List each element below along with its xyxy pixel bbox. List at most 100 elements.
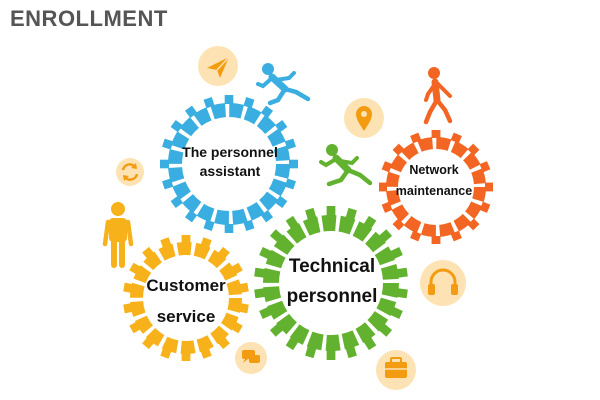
gear-tooth (224, 95, 234, 104)
gear-tooth (390, 247, 403, 260)
gear-tooth (269, 323, 284, 337)
gear-tooth (203, 219, 215, 231)
gear-tooth (160, 159, 169, 169)
gear-tooth (239, 303, 249, 314)
gear-tooth (142, 246, 155, 259)
gear-tooth (259, 247, 272, 260)
gear-tooth (381, 201, 393, 213)
gear-tooth (129, 321, 141, 334)
gear-tooth (392, 218, 405, 231)
gear-tooth (254, 267, 266, 278)
gear-label-personnel-assistant: The personnel assistant (168, 143, 292, 181)
gear-label-line: assistant (199, 162, 261, 179)
gear-tooth (467, 218, 480, 231)
gear-tooth (363, 215, 377, 229)
gear-tooth (479, 161, 491, 173)
gear-tooth (275, 195, 288, 209)
page-title: ENROLLMENT (10, 6, 168, 31)
gear-tooth (142, 337, 155, 350)
gear-tooth (123, 282, 133, 293)
location-pin-icon (344, 98, 384, 138)
gear-tooth (363, 337, 377, 351)
gear-tooth (392, 143, 405, 156)
gear-label-line: Technical (288, 256, 376, 277)
gear-tooth (203, 97, 215, 109)
standing-person-yellow (102, 202, 134, 268)
gear-label-technical-personnel: Technical personnel (268, 252, 396, 313)
gear-tooth (184, 105, 198, 118)
paper-plane-icon (198, 46, 238, 86)
gear-tooth (184, 210, 198, 223)
gear-tooth (381, 161, 393, 173)
refresh-icon (116, 158, 144, 186)
gear-tooth (326, 206, 336, 216)
gear-tooth (345, 207, 357, 220)
gear-tooth (390, 306, 403, 319)
walking-person-orange (423, 67, 453, 125)
gear-label-customer-service: Customer service (130, 270, 242, 333)
gear-tooth (285, 337, 299, 351)
running-person-green (319, 144, 373, 187)
briefcase-icon (376, 350, 416, 390)
gear-tooth (305, 207, 317, 220)
running-person-blue (256, 63, 311, 106)
gear-tooth (231, 262, 243, 275)
gear-tooth (170, 195, 183, 209)
gear-tooth (181, 235, 191, 243)
gear-technical (254, 206, 408, 360)
gear-tooth (181, 353, 191, 361)
gear-tooth (269, 229, 284, 243)
gear-tooth (479, 201, 491, 213)
gear-label-line: service (156, 307, 216, 327)
gear-tooth (260, 105, 274, 118)
gear-tooth (379, 182, 387, 192)
gear-tooth (162, 178, 174, 190)
gear-tooth (410, 132, 422, 144)
gear-tooth (200, 237, 212, 248)
gear-tooth (378, 229, 393, 243)
gear-tooth (200, 348, 212, 359)
gear-tooth (224, 224, 234, 233)
gear-tooth (284, 138, 296, 150)
gear-tooth (231, 321, 243, 334)
gear-tooth (305, 346, 317, 359)
gear-label-line: maintenance (395, 183, 473, 198)
gear-tooth (396, 288, 408, 299)
gear-tooth (254, 288, 266, 299)
gear-tooth (326, 350, 336, 360)
gear-tooth (160, 237, 172, 248)
gear-tooth (485, 182, 493, 192)
gear-tooth (467, 143, 480, 156)
gear-tooth (275, 119, 288, 133)
gear-tooth (289, 159, 298, 169)
gear-tooth (285, 215, 299, 229)
gear-label-line: The personnel (182, 144, 278, 160)
gear-tooth (410, 230, 422, 242)
gear-tooth (217, 246, 230, 259)
gear-customer (123, 235, 249, 361)
gear-tooth (217, 337, 230, 350)
gear-assistant (160, 95, 298, 233)
gear-tooth (260, 210, 274, 223)
gear-tooth (431, 236, 441, 244)
gear-label-line: personnel (286, 286, 378, 308)
gear-tooth (259, 306, 272, 319)
gear-tooth (239, 282, 249, 293)
gear-tooth (170, 119, 183, 133)
gear-tooth (396, 267, 408, 278)
gear-tooth (345, 346, 357, 359)
gear-tooth (450, 230, 462, 242)
headphones-icon (420, 260, 466, 306)
gear-tooth (431, 130, 441, 138)
gear-tooth (243, 97, 255, 109)
gear-tooth (162, 138, 174, 150)
gear-tooth (123, 303, 133, 314)
gear-tooth (284, 178, 296, 190)
gear-tooth (243, 219, 255, 231)
gear-tooth (450, 132, 462, 144)
gear-label-network-maintenance: Network maintenance (384, 160, 484, 201)
gear-label-line: Customer (146, 276, 226, 295)
gear-tooth (129, 262, 141, 275)
gear-tooth (378, 323, 393, 337)
